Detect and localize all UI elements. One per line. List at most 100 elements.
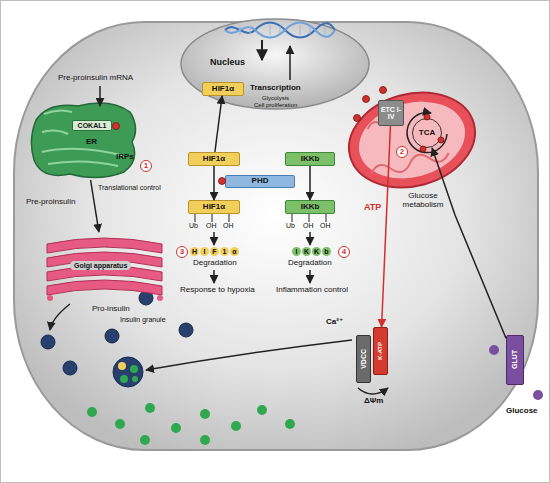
fragment-letter: F — [210, 247, 219, 256]
node-text: HIF1α — [203, 203, 225, 211]
label-text: IRPs — [116, 153, 134, 162]
dna-strand — [225, 23, 335, 38]
label-text: Ca²⁺ — [326, 318, 343, 327]
fragment-letter: α — [230, 247, 239, 256]
degradation-arrow — [213, 232, 215, 245]
edge-label: Glucose metabolism — [398, 192, 448, 210]
connector-arrow — [382, 126, 391, 327]
node-text: COKAL1 — [78, 122, 107, 129]
label-text: Degradation — [288, 259, 332, 268]
protein-box: IKKb — [285, 200, 335, 214]
golgi-organelle: Golgi apparatus — [42, 232, 167, 302]
granule-content — [130, 365, 138, 373]
callout-number: 4 — [338, 246, 350, 258]
insulin-dot — [200, 409, 210, 419]
connector-arrow — [432, 148, 506, 338]
insulin-dot — [285, 419, 295, 429]
insulin-dot — [140, 435, 150, 445]
calcium-arrow — [146, 340, 352, 370]
red-site — [354, 115, 361, 122]
red-site — [424, 114, 430, 120]
glucose-molecule — [489, 345, 499, 355]
transporter: GLUT — [506, 335, 524, 385]
granule-content — [118, 362, 126, 370]
label-text: Pro-insulin — [92, 305, 130, 314]
degradation-arrow — [309, 232, 311, 245]
cycle-arrow — [407, 113, 447, 153]
golgi-cisterna — [47, 238, 162, 253]
golgi-cisterna — [47, 280, 162, 295]
mito-outer — [338, 79, 485, 201]
connector-arrow — [215, 96, 222, 152]
callout-number: 3 — [176, 246, 188, 258]
cell-membrane — [14, 22, 538, 450]
potential-arrow — [358, 388, 388, 394]
label-text: OH — [303, 222, 314, 230]
red-site — [363, 96, 370, 103]
node-text: VDCC — [360, 349, 367, 369]
gene-box: COKAL1 — [72, 120, 112, 131]
channel: K-ATP — [373, 327, 388, 375]
label-text: Pre-proinsulin mRNA — [58, 74, 133, 83]
outcome-arrow — [213, 270, 215, 283]
insulin-dot — [231, 421, 241, 431]
fragment-letter: I — [200, 247, 209, 256]
mrna-arrow — [99, 86, 101, 106]
node-text: HIF1α — [203, 155, 225, 163]
er-outline — [28, 98, 140, 180]
label-text: OH — [320, 222, 331, 230]
label-text: ΔΨm — [364, 397, 383, 406]
node-text: IKKb — [301, 155, 320, 163]
label-text: Cell proliferation — [254, 102, 297, 109]
insulin-dot — [145, 403, 155, 413]
node-text: K-ATP — [377, 342, 383, 360]
mitochondrion — [338, 79, 485, 201]
red-site — [380, 87, 387, 94]
label-text: Transcription — [250, 84, 301, 93]
fragment-letter: K — [302, 247, 311, 256]
label-text: Inflammation control — [276, 286, 348, 295]
node-text: ETC I-IV — [379, 106, 403, 121]
callout-number: 2 — [396, 146, 408, 158]
label-text: Translational control — [98, 184, 161, 192]
protein-box: HIF1α — [188, 200, 240, 214]
insulin-dot — [257, 405, 267, 415]
insulin-granules — [41, 291, 193, 387]
node-text: GLUT — [511, 350, 518, 369]
granule — [63, 361, 77, 375]
golgi-vesicle — [157, 295, 163, 301]
label-text: Ub — [286, 222, 295, 230]
callout-number: 1 — [140, 160, 152, 172]
label-text: Glucose — [506, 407, 538, 416]
node-text: Golgi apparatus — [70, 261, 131, 270]
modification-sites — [113, 87, 445, 185]
label-text: Insulin granule — [120, 316, 166, 324]
granule — [41, 335, 55, 349]
enzyme-box: PHD — [225, 175, 295, 188]
fragment-letter: b — [322, 247, 331, 256]
fragment-letter: 1 — [220, 247, 229, 256]
er-body — [31, 103, 135, 177]
label-text: OH — [223, 222, 234, 230]
edge-label: ATP — [364, 203, 381, 213]
cycle-circle: TCA — [412, 118, 442, 148]
fragment-letter: I — [292, 247, 301, 256]
node-text: Nucleus — [210, 58, 245, 67]
transcription-arrow — [261, 40, 263, 60]
edge-label: Pre-proinsulin — [26, 198, 75, 207]
outcome-arrow — [309, 270, 311, 283]
label-text: Degradation — [193, 259, 237, 268]
nucleus-ellipse — [181, 19, 369, 109]
node-text: IKKb — [301, 203, 320, 211]
dna-rungs — [240, 25, 325, 35]
golgi-vesicle — [47, 295, 53, 301]
mito-inner — [350, 90, 473, 189]
label-text: OH — [206, 222, 217, 230]
fragment-letter: K — [312, 247, 321, 256]
granule-content — [120, 375, 128, 383]
insulin-dot — [115, 419, 125, 429]
er-folds — [42, 110, 124, 166]
